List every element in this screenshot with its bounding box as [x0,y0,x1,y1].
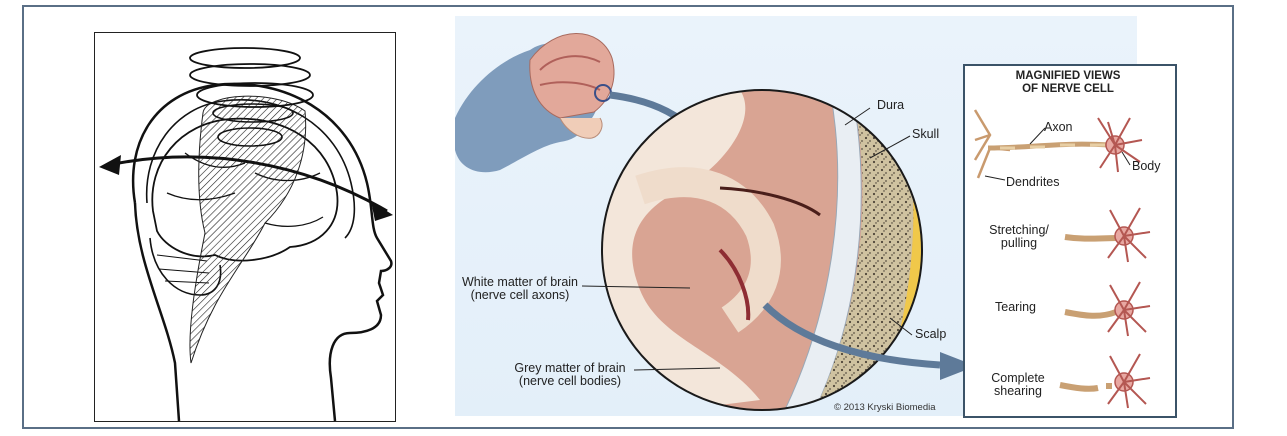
magnified-title-line1: MAGNIFIED VIEWS [1015,70,1121,82]
stretching-label-line2: pulling [1000,236,1038,250]
magnified-views-title: MAGNIFIED VIEWS OF NERVE CELL [963,70,1173,96]
stretching-label: Stretching/ pulling [984,224,1054,250]
tearing-neuron [1064,281,1151,337]
stretching-label-line1: Stretching/ [989,223,1049,237]
white-matter-label-line1: White matter of brain [461,275,578,289]
brain-thumbnail [529,33,615,119]
skull-label: Skull [912,127,940,141]
white-matter-label-line2: (nerve cell axons) [470,288,570,302]
complete-label-line1: Complete [991,371,1045,385]
complete-shearing-label: Complete shearing [985,372,1051,398]
shearing-neuron [1059,353,1151,409]
stretching-neuron [1064,207,1151,263]
tearing-label: Tearing [995,300,1036,314]
head-sketch [99,47,393,422]
intact-neuron [973,109,1143,181]
body-label: Body [1132,159,1161,173]
magnified-title-line2: OF NERVE CELL [1022,83,1114,95]
white-matter-label: White matter of brain (nerve cell axons) [458,276,582,302]
copyright-notice: © 2013 Kryski Biomedia [834,402,936,413]
grey-matter-label: Grey matter of brain (nerve cell bodies) [506,362,634,388]
scalp-label: Scalp [915,327,947,341]
complete-label-line2: shearing [994,384,1042,398]
axon-label: Axon [1044,120,1073,134]
lesion-arrow [762,302,941,369]
head-rotation-illustration [94,32,396,422]
magnified-views-box [963,64,1177,418]
grey-matter-label-line1: Grey matter of brain [514,361,626,375]
dura-label: Dura [877,98,905,112]
grey-matter-label-line2: (nerve cell bodies) [518,374,622,388]
dendrites-label: Dendrites [1006,175,1060,189]
